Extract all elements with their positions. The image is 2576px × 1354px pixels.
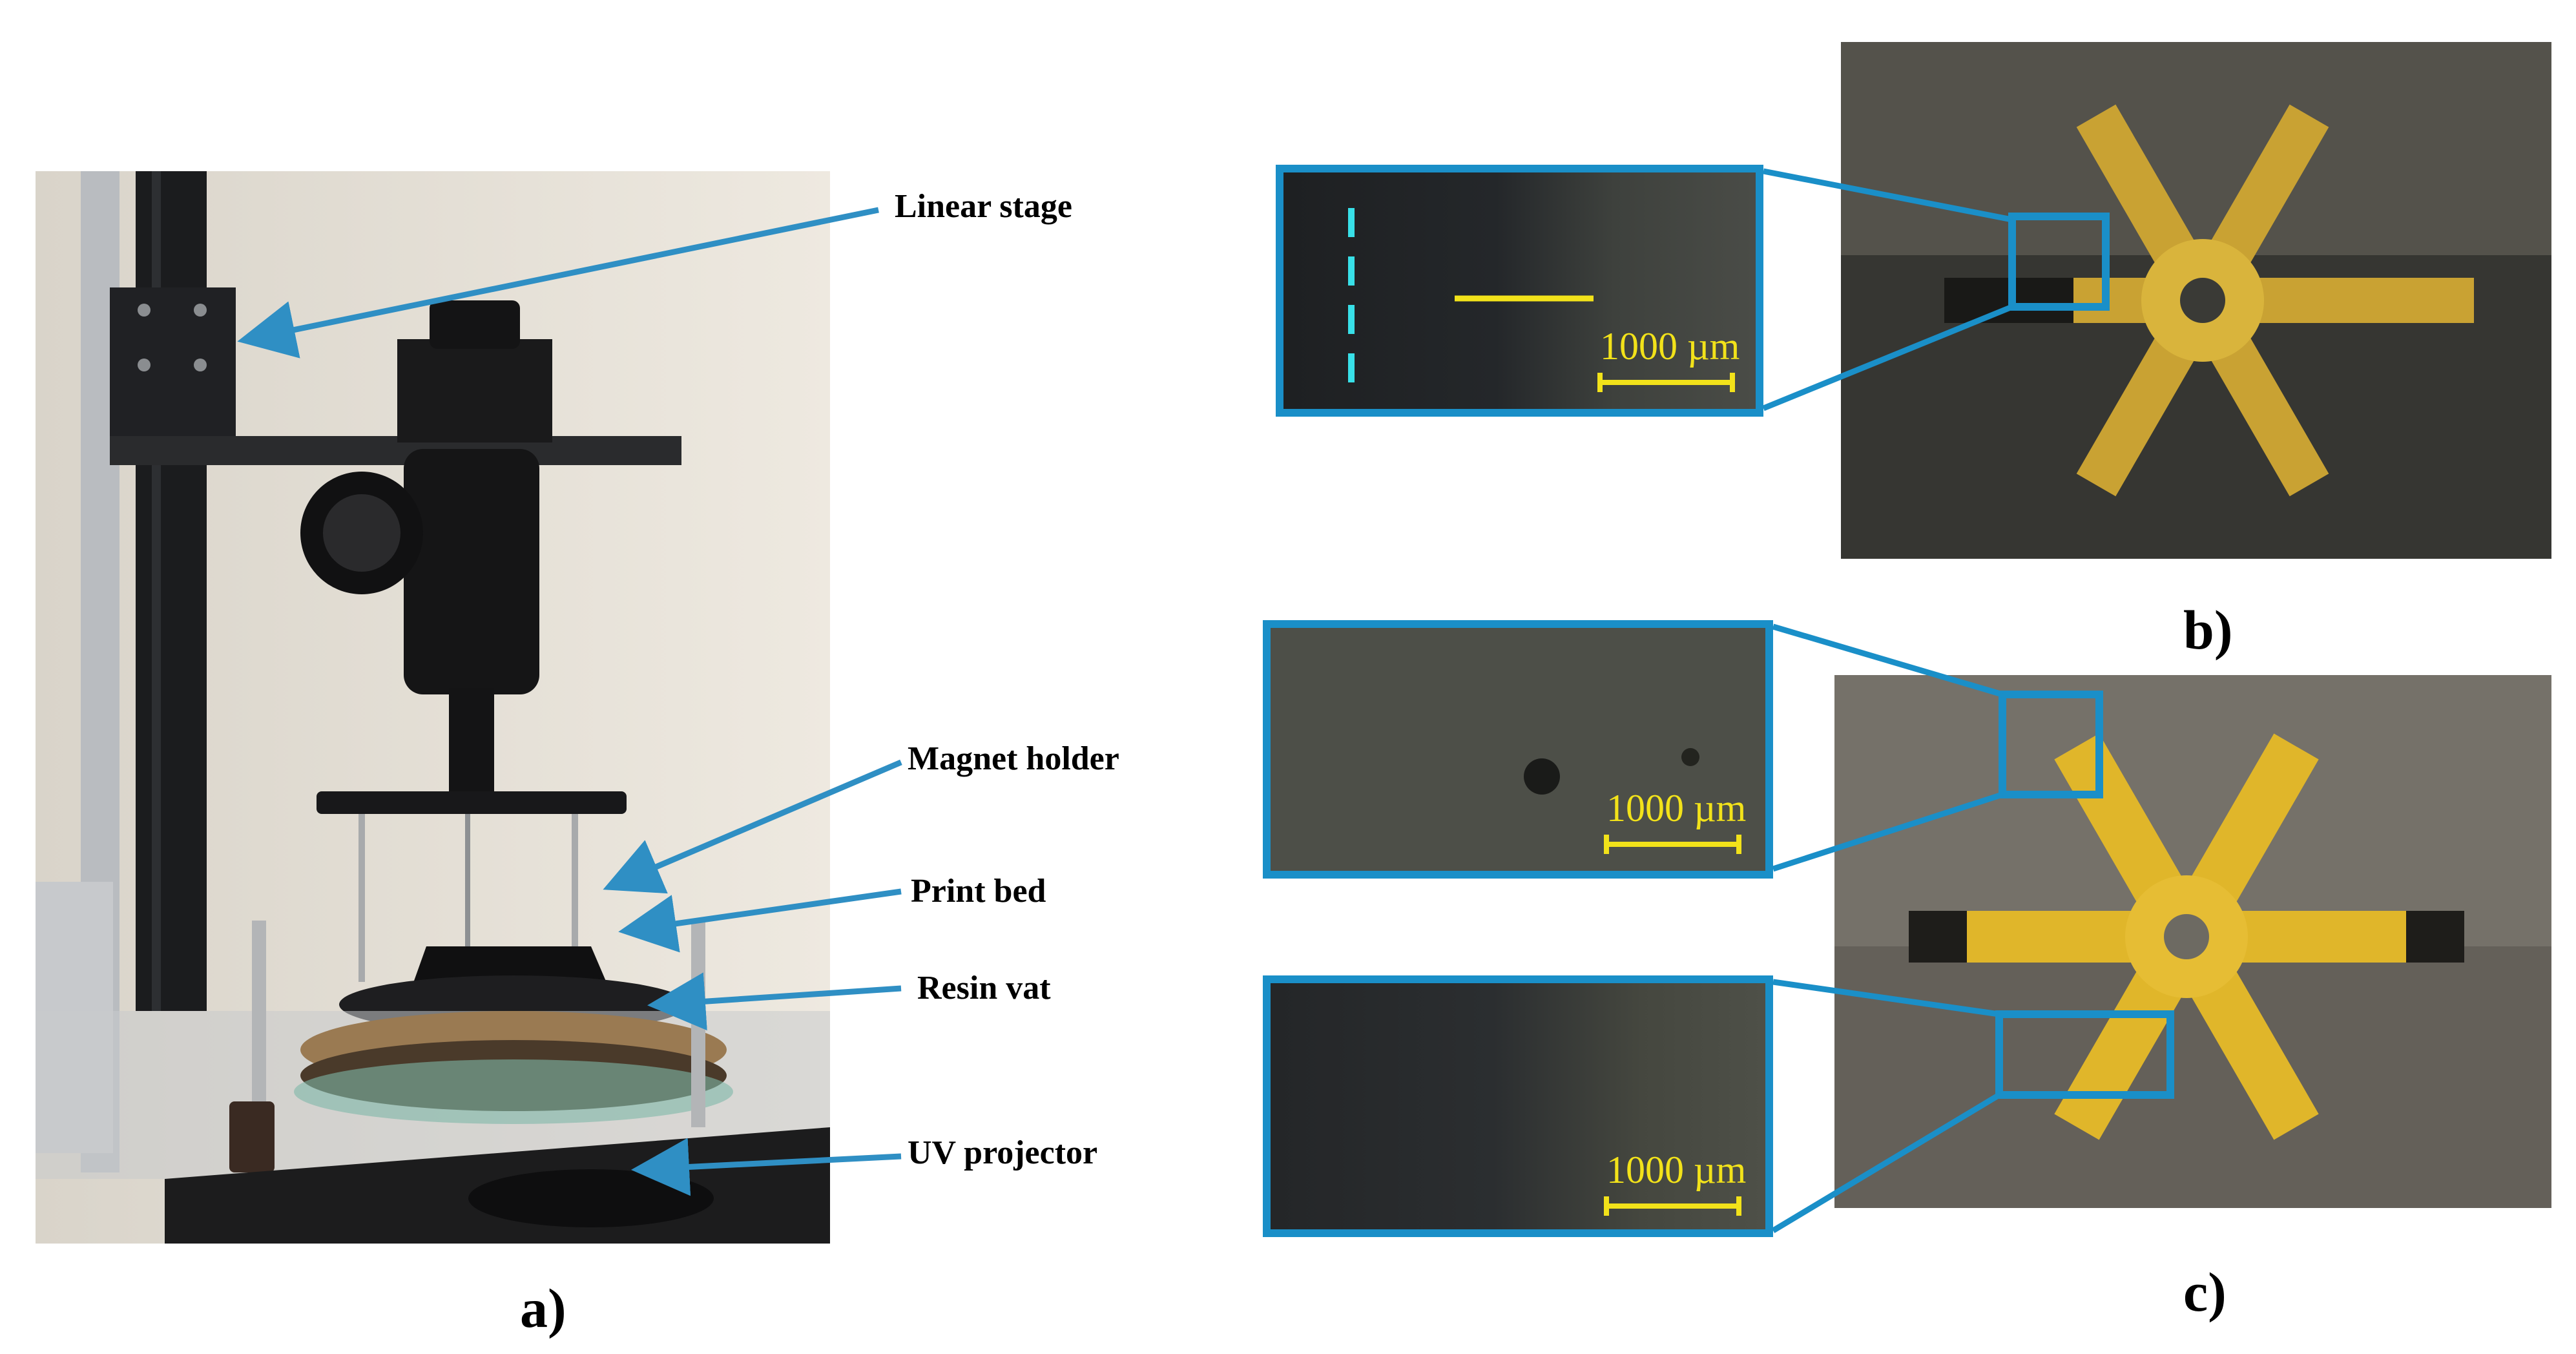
panel-label-c: c) — [2183, 1261, 2227, 1323]
zoom-box-c-bottom — [1995, 1010, 2174, 1099]
scale-bar-c-top — [1604, 835, 1741, 854]
zoom-box-b — [2008, 213, 2110, 311]
panel-label-b: b) — [2183, 599, 2233, 661]
scale-bar-c-bottom — [1604, 1196, 1741, 1216]
printer-photo — [36, 171, 830, 1244]
callout-linear-stage: Linear stage — [895, 188, 1072, 225]
callout-uv-projector: UV projector — [908, 1134, 1098, 1171]
panel-c-photo — [1834, 675, 2551, 1208]
panel-c-micrograph-bottom: 1000 µm — [1263, 975, 1773, 1237]
callout-resin-vat: Resin vat — [917, 970, 1051, 1006]
scale-bar-b — [1597, 373, 1735, 392]
panel-b-photo — [1841, 42, 2551, 559]
star-part-c — [1909, 733, 2464, 1140]
panel-label-a: a) — [520, 1277, 566, 1339]
scale-label-b: 1000 µm — [1600, 325, 1740, 368]
panel-b-micrograph: 1000 µm — [1276, 165, 1763, 417]
callout-print-bed: Print bed — [911, 873, 1046, 910]
printer-illustration — [36, 171, 830, 1244]
zoom-box-c-top — [1999, 691, 2103, 798]
star-part-b — [1944, 104, 2474, 497]
scale-label-c-top: 1000 µm — [1606, 787, 1747, 829]
callout-magnet-holder: Magnet holder — [908, 740, 1119, 777]
panel-c-micrograph-top: 1000 µm — [1263, 620, 1773, 879]
scale-label-c-bottom: 1000 µm — [1606, 1149, 1747, 1191]
